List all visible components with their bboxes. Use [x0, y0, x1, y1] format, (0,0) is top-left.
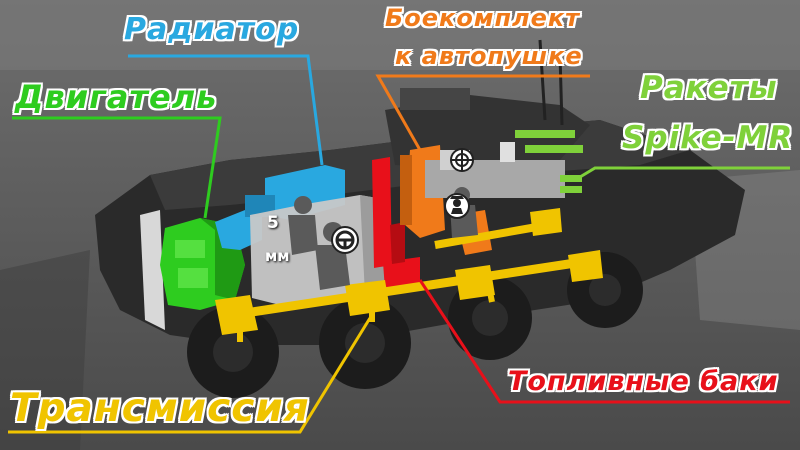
- fuel-tanks: [372, 157, 420, 290]
- engine-leader-line: [12, 116, 222, 219]
- fuel-tanks-label: Топливные баки: [508, 366, 779, 397]
- radiator-leader-line: [128, 54, 324, 166]
- rockets-label-line2: Spike-MR: [622, 120, 794, 156]
- radiator-label: Радиатор: [124, 12, 300, 47]
- transmission-system: [215, 208, 603, 342]
- engine-label: Двигатель: [15, 78, 218, 116]
- ammo-label-line1: Боекомплект: [385, 4, 581, 32]
- commander-icon: [444, 193, 470, 219]
- ammo-label-line2: к автопушке: [395, 42, 583, 70]
- armor-thickness-unit: мм: [265, 247, 290, 265]
- transmission-leader-line: [8, 317, 372, 434]
- shadow-left: [0, 250, 90, 450]
- transmission-label: Трансмиссия: [10, 386, 310, 431]
- trim-vane: [140, 210, 165, 330]
- rockets-label-line1: Ракеты: [640, 70, 778, 106]
- sandbag-wall: [0, 0, 800, 70]
- crosshair-icon: [450, 148, 474, 172]
- armor-thickness-value: 5: [267, 213, 279, 233]
- steering-wheel-icon: [331, 226, 359, 254]
- fuel-leader-line: [418, 279, 790, 404]
- ammo-leader-line: [375, 74, 590, 151]
- spike-mr-rockets: [515, 130, 583, 193]
- rockets-leader-line: [574, 166, 790, 182]
